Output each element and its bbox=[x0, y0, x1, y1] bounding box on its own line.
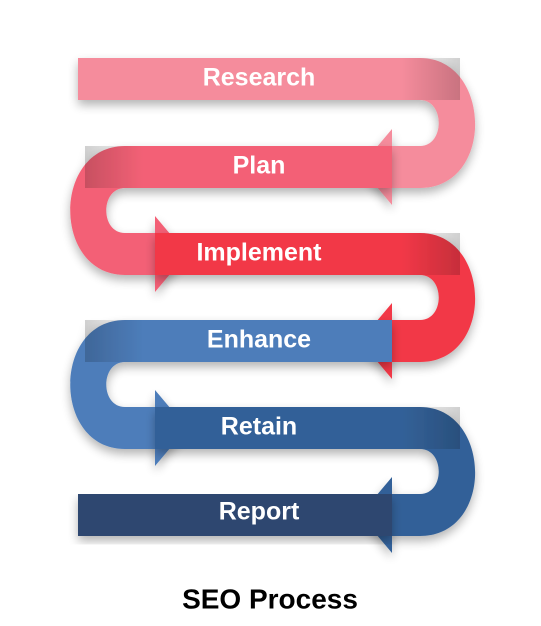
report-label: Report bbox=[219, 498, 300, 526]
stage-report: Report bbox=[78, 494, 392, 536]
enhance-label: Enhance bbox=[207, 326, 311, 354]
retain-band-shade bbox=[330, 407, 460, 449]
plan-band-shade bbox=[85, 146, 215, 188]
stage-plan: Plan bbox=[70, 146, 392, 292]
enhance-band-shade bbox=[85, 320, 215, 362]
research-label: Research bbox=[203, 64, 316, 92]
retain-label: Retain bbox=[221, 413, 297, 441]
stage-retain: Retain bbox=[155, 407, 476, 553]
report-band bbox=[78, 494, 392, 536]
stage-enhance: Enhance bbox=[70, 320, 392, 466]
plan-label: Plan bbox=[233, 152, 286, 180]
implement-label: Implement bbox=[196, 239, 322, 267]
diagram-title: SEO Process bbox=[182, 583, 358, 614]
implement-band-shade bbox=[330, 233, 460, 275]
stage-implement: Implement bbox=[155, 233, 476, 379]
research-band-shade bbox=[330, 58, 460, 100]
